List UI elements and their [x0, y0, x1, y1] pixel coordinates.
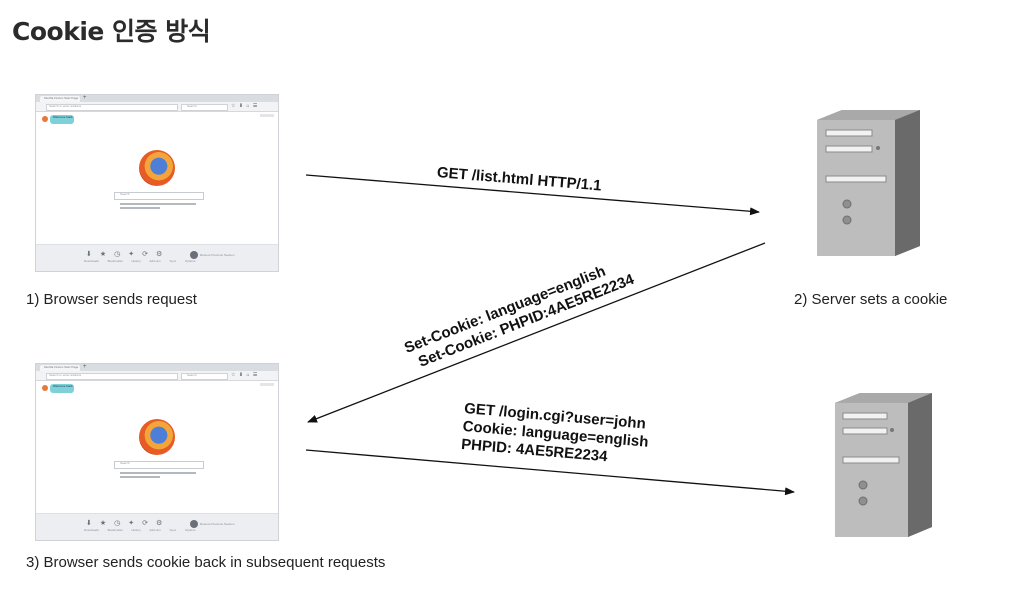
step3-caption: 3) Browser sends cookie back in subseque… [26, 554, 386, 571]
tab-label: Mozilla Firefox Start Page [44, 96, 79, 100]
browser-tabbar: Mozilla Firefox Start Page + [36, 95, 278, 102]
restore-label: Restore Previous Session [200, 522, 235, 526]
url-placeholder: Search or enter address [49, 104, 82, 108]
firefox-logo-icon [139, 150, 175, 186]
page-text-line [120, 207, 160, 209]
browser-tab[interactable]: Mozilla Firefox Start Page [40, 96, 80, 102]
browser-window-1: Mozilla Firefox Start Page + Search or e… [35, 94, 279, 272]
firefox-logo-icon [139, 419, 175, 455]
page-search-input[interactable]: Search [114, 192, 204, 200]
restore-label: Restore Previous Session [200, 253, 235, 257]
footer-icons[interactable]: ⬇★◷✦⟳⚙ [86, 520, 171, 527]
firefox-small-icon [42, 116, 48, 122]
new-tab-icon[interactable]: + [83, 95, 87, 101]
browser-footer: ⬇★◷✦⟳⚙ Downloads Bookmarks History Add-o… [36, 244, 278, 271]
toolbar-icons[interactable]: ☆ ⬇ ⌂ ☰ [231, 103, 259, 109]
request-arrow-1 [305, 174, 760, 216]
search-bar[interactable]: Search [181, 373, 228, 380]
tab-label: Mozilla Firefox Start Page [44, 365, 79, 369]
restore-icon[interactable] [190, 520, 198, 528]
welcome-bubble: Welcome back [50, 384, 74, 393]
page-stripe [260, 383, 274, 386]
browser-tabbar: Mozilla Firefox Start Page + [36, 364, 278, 371]
step2-caption: 2) Server sets a cookie [794, 291, 948, 308]
browser-tab[interactable]: Mozilla Firefox Start Page [40, 365, 80, 371]
response-arrow [307, 242, 766, 423]
url-placeholder: Search or enter address [49, 373, 82, 377]
search-bar[interactable]: Search [181, 104, 228, 111]
footer-labels: Downloads Bookmarks History Add-ons Sync… [84, 528, 196, 532]
page-text-line [120, 476, 160, 478]
welcome-bubble: Welcome back [50, 115, 74, 124]
bubble-text: Welcome back [53, 384, 73, 388]
page-search-placeholder: Search [120, 192, 130, 196]
search-placeholder: Search [187, 104, 197, 108]
toolbar-icons[interactable]: ☆ ⬇ ⌂ ☰ [231, 372, 259, 378]
browser-navbar: Search or enter address Search ☆ ⬇ ⌂ ☰ [36, 102, 278, 112]
bubble-text: Welcome back [53, 115, 73, 119]
search-placeholder: Search [187, 373, 197, 377]
browser-footer: ⬇★◷✦⟳⚙ Downloads Bookmarks History Add-o… [36, 513, 278, 540]
footer-icons[interactable]: ⬇★◷✦⟳⚙ [86, 251, 171, 258]
page-search-placeholder: Search [120, 461, 130, 465]
server-icon-2 [835, 393, 932, 537]
page-title: Cookie 인증 방식 [12, 17, 211, 46]
url-bar[interactable]: Search or enter address [46, 104, 178, 111]
browser-window-2: Mozilla Firefox Start Page + Search or e… [35, 363, 279, 541]
page-text-line [120, 472, 196, 474]
firefox-small-icon [42, 385, 48, 391]
server-icon-1 [817, 110, 920, 256]
page-search-input[interactable]: Search [114, 461, 204, 469]
new-tab-icon[interactable]: + [83, 364, 87, 370]
page-text-line [120, 203, 196, 205]
step1-caption: 1) Browser sends request [26, 291, 197, 308]
url-bar[interactable]: Search or enter address [46, 373, 178, 380]
request-arrow-2 [305, 449, 795, 496]
browser-navbar: Search or enter address Search ☆ ⬇ ⌂ ☰ [36, 371, 278, 381]
restore-icon[interactable] [190, 251, 198, 259]
page-stripe [260, 114, 274, 117]
footer-labels: Downloads Bookmarks History Add-ons Sync… [84, 259, 196, 263]
